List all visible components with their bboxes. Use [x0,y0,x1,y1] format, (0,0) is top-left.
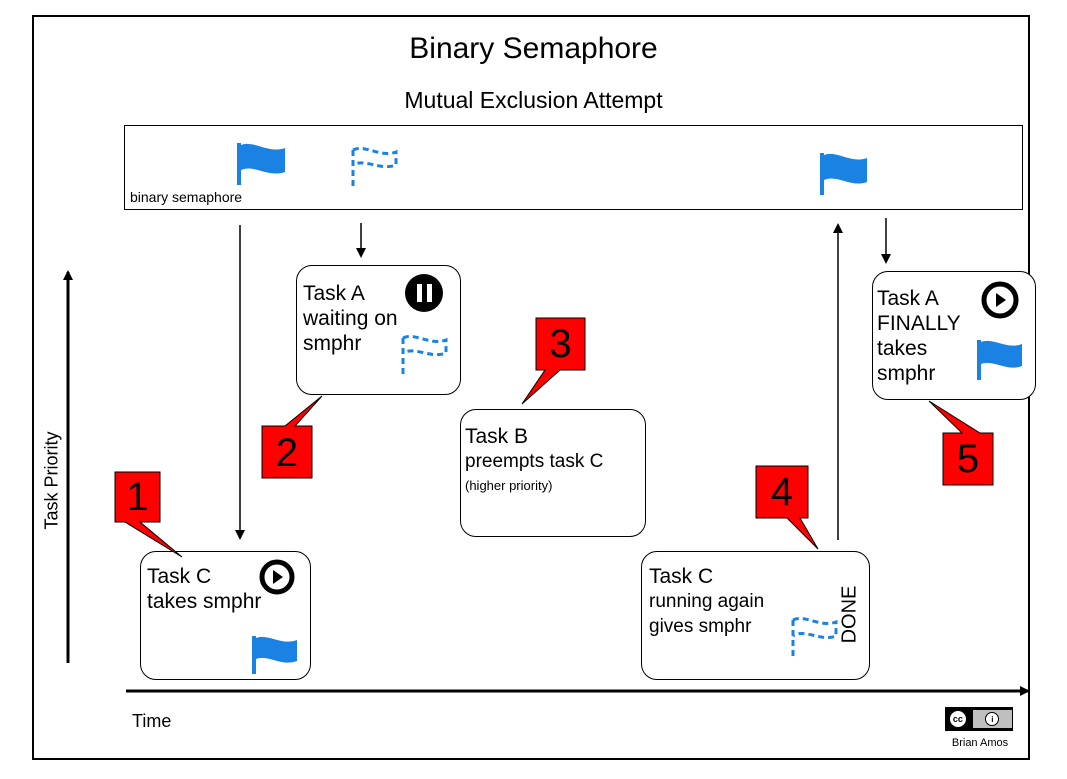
by-panel: i [972,710,1012,728]
dashed-flag-icon [791,617,838,660]
callout-2 [261,395,323,479]
license-author: Brian Amos [951,737,1009,749]
callout-5 [928,400,994,486]
task-box-4: Task C running again gives smphr [641,551,870,680]
flag-icon [820,153,867,195]
task-2-action-2: smphr [303,332,362,355]
task-3-name: Task B [465,425,529,448]
task-5-action-1: FINALLY [877,312,961,335]
callout-3 [521,317,586,405]
task-1-name: Task C [147,565,212,588]
callout-3-number: 3 [549,322,572,366]
y-axis-label: Task Priority [41,431,62,530]
flag-icon [252,636,297,674]
callout-4-number: 4 [770,470,794,514]
x-axis-label: Time [132,711,172,731]
dashed-flag-icon [401,335,448,377]
callout-2-number: 2 [275,431,299,475]
diagram-subtitle: Mutual Exclusion Attempt [404,87,663,113]
diagram-title: Binary Semaphore [409,32,658,65]
semaphore-label: binary semaphore [130,189,243,205]
task-5-name: Task A [877,287,939,310]
play-icon [981,281,1019,319]
callout-4 [755,465,819,550]
task-5-action-2: takes [877,337,928,360]
task-2-name: Task A [303,282,365,305]
task-3-note: (higher priority) [465,478,553,493]
dashed-flag-icon [351,147,398,188]
task-4-action-2: gives smphr [649,616,752,637]
task-4-done-label: DONE [838,585,861,644]
callout-5-number: 5 [956,437,980,481]
task-3-action: preempts task C [465,451,604,472]
task-2-action-1: waiting on [303,307,398,330]
callout-1-number: 1 [126,475,149,519]
license-badge: cc i [945,707,1013,731]
pause-icon [405,274,443,312]
cc-icon: cc [949,710,967,728]
task-box-3: Task B preempts task C (higher priority) [460,409,646,537]
task-4-name: Task C [649,565,714,588]
callout-1 [114,471,183,558]
task-5-action-3: smphr [877,362,936,385]
play-icon [259,559,295,595]
task-1-action: takes smphr [147,590,262,613]
semaphore-box [124,125,1023,210]
attribution-icon: i [985,712,1000,726]
flag-icon [977,340,1022,380]
flag-icon [237,143,285,185]
task-4-action-1: running again [649,591,765,612]
